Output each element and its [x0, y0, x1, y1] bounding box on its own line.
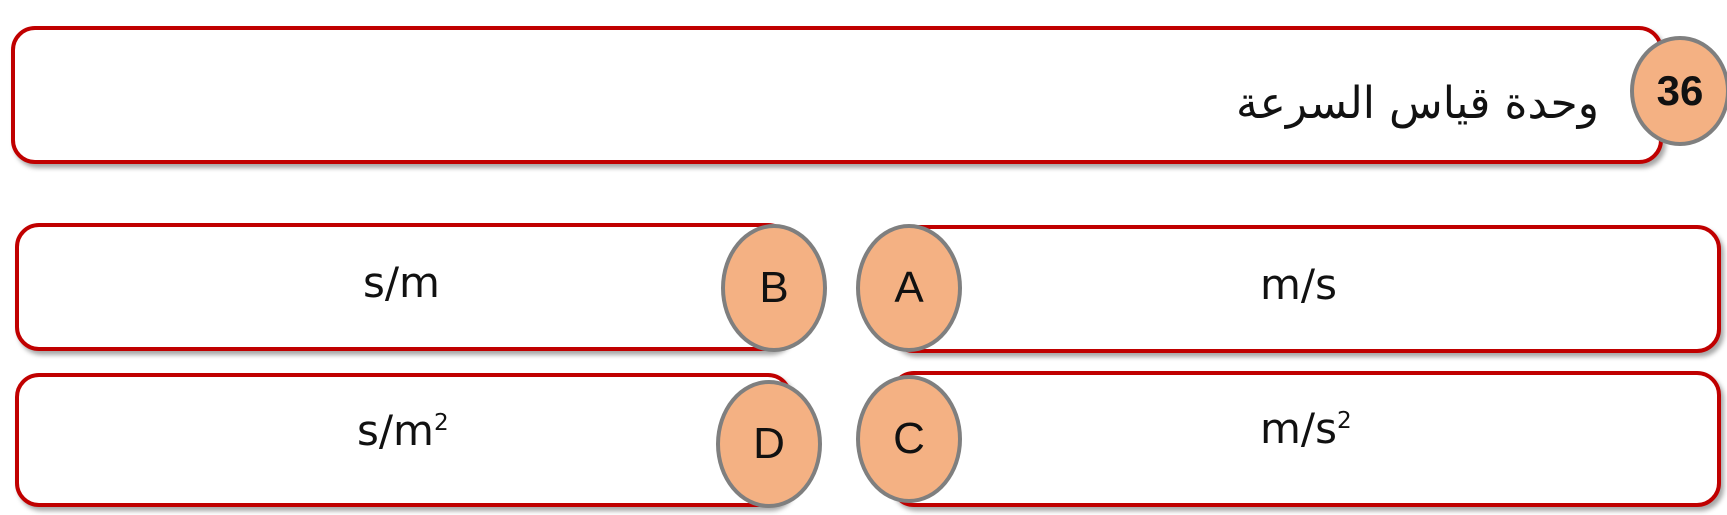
- option-b-box[interactable]: [15, 223, 792, 351]
- option-c-box[interactable]: [890, 371, 1721, 507]
- question-number-badge: 36: [1630, 36, 1727, 146]
- option-b-badge[interactable]: B: [721, 224, 827, 352]
- option-a-text: m/s: [1260, 260, 1337, 309]
- option-b-text: s/m: [363, 258, 440, 307]
- option-c-text: m/s2: [1260, 404, 1352, 453]
- option-c-letter: C: [893, 414, 925, 463]
- option-d-letter: D: [753, 419, 785, 468]
- option-a-unit: m/s: [1260, 260, 1337, 309]
- option-a-letter: A: [894, 263, 924, 312]
- question-box: [11, 26, 1663, 164]
- option-b-unit: s/m: [363, 258, 440, 307]
- option-a-box[interactable]: [890, 225, 1721, 353]
- option-a-badge[interactable]: A: [856, 224, 962, 352]
- question-text: وحدة قياس السرعة: [1236, 78, 1599, 129]
- option-d-superscript: 2: [433, 410, 449, 436]
- option-d-box[interactable]: [15, 373, 792, 507]
- option-d-text: s/m2: [357, 406, 449, 455]
- option-d-badge[interactable]: D: [716, 380, 822, 508]
- option-d-unit: s/m: [357, 406, 434, 455]
- option-c-superscript: 2: [1336, 408, 1352, 434]
- option-c-badge[interactable]: C: [856, 375, 962, 503]
- option-c-unit: m/s: [1260, 404, 1337, 453]
- question-number: 36: [1656, 67, 1704, 114]
- option-b-letter: B: [759, 263, 789, 312]
